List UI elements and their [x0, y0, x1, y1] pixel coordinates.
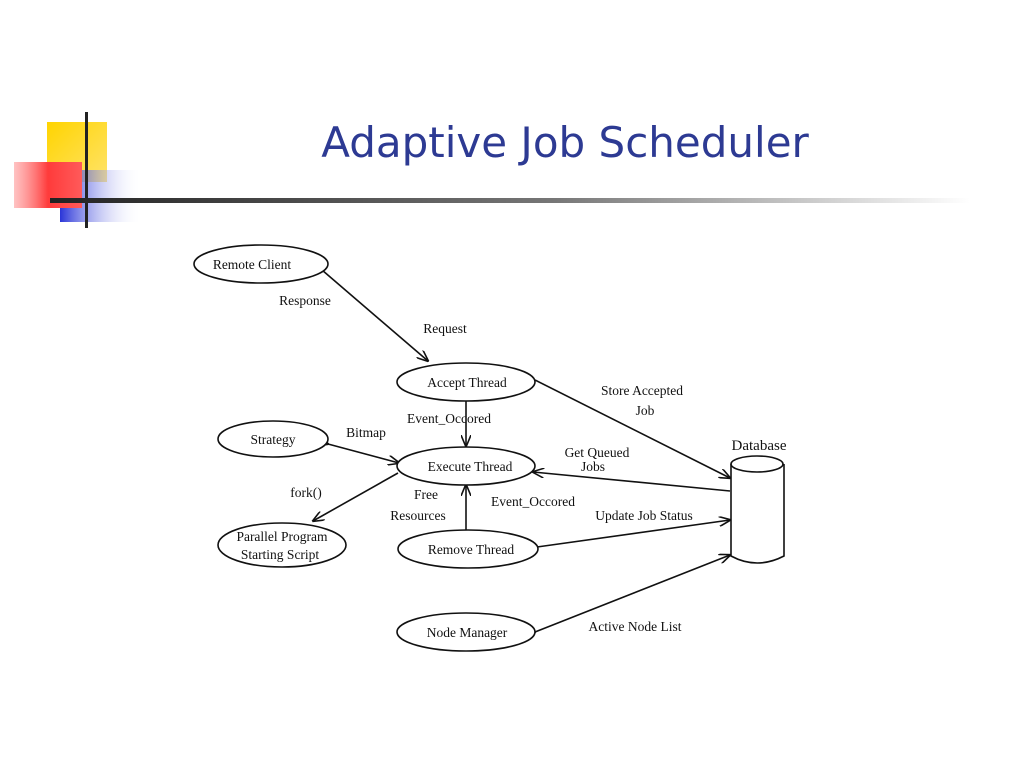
edge-label-store-accepted-1: Store Accepted	[601, 383, 683, 398]
edge-label-event-occured-2: Event_Occored	[491, 494, 575, 509]
label-strategy: Strategy	[251, 432, 296, 447]
edge-label-get-queued-2: Jobs	[581, 459, 605, 474]
edge-label-fork: fork()	[290, 485, 321, 500]
edge-remote-accept	[322, 270, 428, 361]
node-database	[730, 464, 785, 564]
edge-remove-database	[536, 520, 730, 548]
label-database: Database	[732, 438, 787, 454]
edge-label-request: Request	[423, 321, 467, 336]
label-parallel-program-1: Parallel Program	[236, 529, 328, 544]
edge-label-bitmap: Bitmap	[346, 425, 386, 440]
edge-accept-database	[534, 379, 730, 478]
node-parallel-program	[217, 522, 347, 568]
label-node-manager: Node Manager	[427, 625, 508, 640]
node-strategy	[217, 420, 329, 458]
node-remove-thread	[397, 529, 539, 569]
edge-label-update-job-status: Update Job Status	[595, 508, 693, 523]
edge-label-response: Response	[279, 293, 331, 308]
label-accept-thread: Accept Thread	[427, 375, 507, 390]
slide-title: Adaptive Job Scheduler	[321, 118, 809, 167]
label-parallel-program-2: Starting Script	[241, 547, 320, 562]
edge-node-database	[535, 555, 730, 632]
node-execute-thread	[396, 446, 536, 486]
edge-database-execute	[533, 472, 731, 492]
node-accept-thread	[396, 362, 536, 402]
edge-label-free-resources-1: Free	[414, 487, 438, 502]
edge-label-free-resources-2: Resources	[390, 508, 445, 523]
deco-vertical-rule	[85, 112, 88, 228]
edge-strategy-execute	[328, 444, 399, 463]
edge-label-store-accepted-2: Job	[636, 403, 655, 418]
edge-label-event-occured-1: Event_Occored	[407, 411, 491, 426]
node-remote-client	[193, 244, 329, 284]
edge-label-active-node-list: Active Node List	[589, 619, 682, 634]
slide-decoration	[14, 112, 970, 228]
label-remote-client: Remote Client	[213, 257, 292, 272]
edge-label-get-queued-1: Get Queued	[565, 445, 630, 460]
title-rule	[50, 198, 970, 203]
database-top	[730, 455, 784, 473]
node-node-manager	[396, 612, 536, 652]
label-execute-thread: Execute Thread	[428, 459, 513, 474]
edge-execute-parallel	[313, 472, 399, 521]
label-remove-thread: Remove Thread	[428, 542, 515, 557]
